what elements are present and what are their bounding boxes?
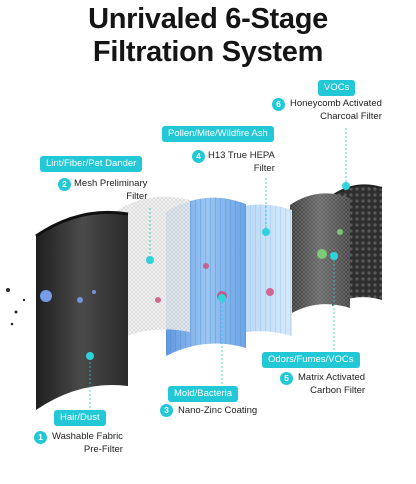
fabric-prefilter	[35, 210, 129, 410]
leader-dots	[86, 182, 350, 360]
stage2-desc-line2: Filter	[126, 191, 148, 202]
mesh-preliminary-filter	[118, 196, 190, 340]
stage1-desc-line2: Pre-Filter	[83, 444, 123, 455]
stage3-tag: Mold/Bacteria	[168, 386, 239, 402]
stage2-desc: Mesh Preliminary Filter	[74, 177, 147, 203]
stage3-desc: Nano-Zinc Coating	[178, 404, 257, 417]
stage4-desc: H13 True HEPA Filter	[208, 149, 275, 175]
stage5-number: 5	[280, 372, 293, 385]
stage1-desc: Washable Fabric Pre-Filter	[52, 430, 123, 456]
stage4-desc-line1: H13 True HEPA	[208, 150, 275, 161]
stage5-desc: Matrix Activated Carbon Filter	[298, 371, 365, 397]
stage3-number: 3	[160, 404, 173, 417]
stage4-desc-line2: Filter	[253, 163, 275, 174]
stage6-tag: VOCs	[318, 80, 356, 96]
stage4-number: 4	[192, 150, 205, 163]
stage6-desc: Honeycomb Activated Charcoal Filter	[290, 97, 382, 123]
stage1-tag: Hair/Dust	[54, 410, 106, 426]
stage2-tag: Lint/Fiber/Pet Dander	[40, 156, 143, 172]
stage1-number: 1	[34, 431, 47, 444]
headline-line-1: Unrivaled 6-Stage	[88, 3, 328, 35]
stage5-tag: Odors/Fumes/VOCs	[262, 352, 360, 368]
dust-particles	[6, 288, 26, 326]
stage3-desc-line1: Nano-Zinc Coating	[178, 405, 258, 416]
stage6-desc-line2: Charcoal Filter	[320, 111, 382, 122]
leader-lines	[89, 128, 347, 416]
stage4-tag: Pollen/Mite/Wildfire Ash	[162, 126, 274, 142]
stage2-desc-line1: Mesh Preliminary	[74, 178, 148, 189]
stage5-desc-line1: Matrix Activated	[298, 372, 366, 383]
stage1-desc-line1: Washable Fabric	[52, 431, 123, 442]
stage2-number: 2	[58, 178, 71, 191]
stage6-number: 6	[272, 98, 285, 111]
stage6-desc-line1: Honeycomb Activated	[290, 98, 382, 109]
matrix-carbon-filter	[290, 193, 350, 314]
stage5-desc-line2: Carbon Filter	[310, 385, 366, 396]
headline-line-2: Filtration System	[92, 36, 324, 68]
